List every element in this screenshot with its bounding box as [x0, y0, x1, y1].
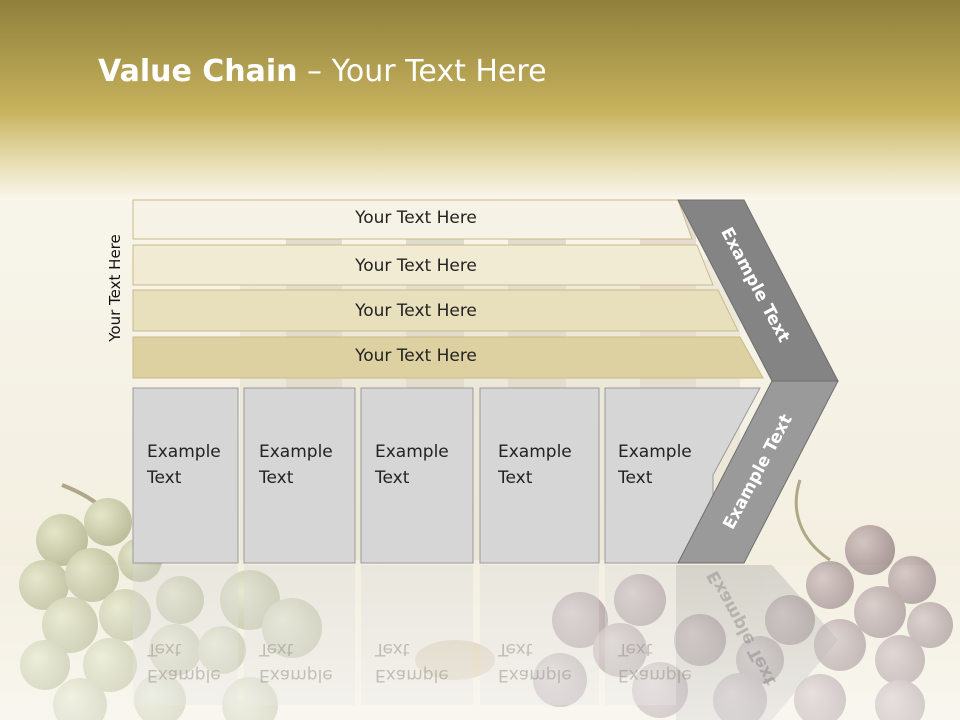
- row-label-2: Your Text Here: [355, 256, 477, 276]
- side-vertical-label: Your Text Here: [106, 234, 124, 342]
- row-label-4: Your Text Here: [355, 346, 477, 366]
- box-4: [479, 387, 600, 564]
- row-bars: [132, 199, 764, 379]
- chevron-lower: [677, 380, 839, 564]
- example-boxes: [132, 387, 761, 564]
- box-3: [360, 387, 474, 564]
- box-2: [243, 387, 356, 564]
- row-bar-1: [132, 199, 693, 240]
- header-band: [0, 0, 960, 200]
- chevron-arrow: [677, 199, 839, 564]
- row-bar-4: [132, 336, 764, 379]
- box-1: [132, 387, 239, 564]
- row-bar-2: [132, 244, 714, 286]
- row-bar-3: [132, 289, 739, 332]
- slide-title: Value Chain – Your Text Here: [98, 54, 547, 89]
- row-label-1: Your Text Here: [355, 208, 477, 228]
- row-label-3: Your Text Here: [355, 301, 477, 321]
